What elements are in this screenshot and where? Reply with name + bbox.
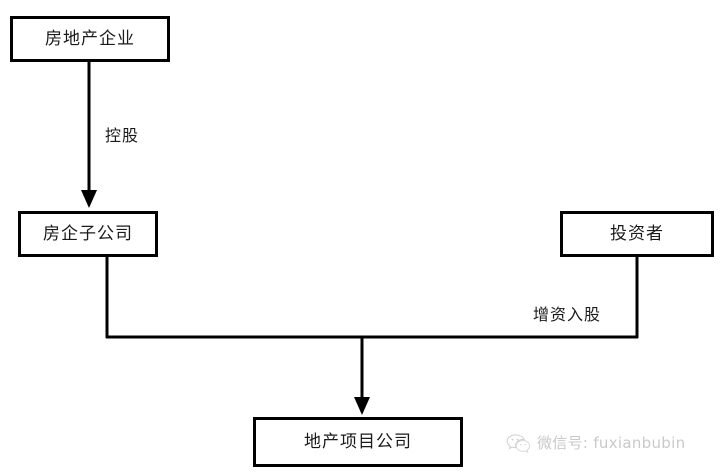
connector-control — [81, 62, 97, 208]
edge-label-control: 控股 — [105, 126, 140, 145]
node-developer[interactable]: 房地产企业 — [10, 16, 170, 62]
node-investor-label: 投资者 — [610, 223, 664, 244]
watermark-text: 微信号: fuxianbubin — [537, 434, 686, 452]
node-project-company-label: 地产项目公司 — [304, 431, 412, 452]
node-subsidiary-label: 房企子公司 — [43, 223, 133, 244]
watermark: 微信号: fuxianbubin — [506, 432, 685, 453]
wechat-icon — [506, 433, 530, 453]
node-developer-label: 房地产企业 — [45, 28, 135, 49]
node-investor[interactable]: 投资者 — [560, 211, 714, 257]
node-subsidiary[interactable]: 房企子公司 — [18, 211, 158, 257]
node-project-company[interactable]: 地产项目公司 — [253, 417, 463, 467]
edge-label-capital-increase: 增资入股 — [533, 305, 602, 324]
connector-bus-to-project — [354, 337, 370, 415]
